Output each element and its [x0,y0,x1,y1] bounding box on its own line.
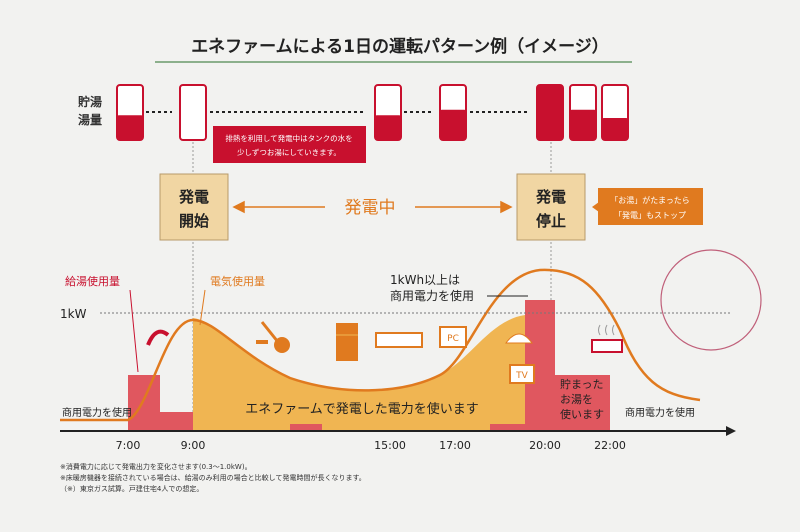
shower-icon [146,329,170,346]
time-label: 7:00 [116,439,141,452]
time-label: 17:00 [439,439,471,452]
stop-callout-text-2: 「発電」もストップ [614,211,686,220]
electricity-generated-area [193,315,548,430]
legend-electricity: 電気使用量 [210,274,265,288]
generating-label: 発電中 [345,198,396,218]
hot-water-tank [374,84,402,141]
stop-box-text-1: 発電 [535,188,566,206]
hot-water-tank [601,84,629,141]
stored-water-3: 使います [560,408,604,421]
over-1kwh-text-2: 商用電力を使用 [390,288,474,303]
hot-water-bar-evening-low [490,424,525,430]
hot-water-tank [116,84,144,141]
tank-fill [537,85,563,140]
bathtub-icon [591,324,623,353]
hot-water-bar-morning [128,375,160,430]
notes: ※消費電力に応じて発電出力を変化させます(0.3〜1.0kW)。 ※床暖房機器を… [60,462,366,493]
hot-water-tank [536,84,564,141]
tank-fill [117,115,143,140]
note: （※）東京ガス試算。戸建住宅4人での想定。 [60,484,203,493]
time-label: 15:00 [374,439,406,452]
hot-water-tank [439,84,467,141]
generating-arrow [232,200,513,214]
hot-water-bar-morning-low [160,412,193,430]
electricity-usage-curve [60,268,701,422]
axis-arrow-icon [726,426,736,436]
time-label: 22:00 [594,439,626,452]
highlight-circle [660,249,762,351]
refrigerator-icon [336,323,358,361]
stop-callout-text-1: 「お湯」がたまったら [610,195,689,205]
1kw-label: 1kW [60,307,87,321]
heat-callout-text-1: 排熱を利用して発電中はタンクの水を [225,133,352,143]
tank-fill [440,109,466,140]
hot-water-tank [179,84,207,141]
stop-box [516,173,586,241]
stored-water-1: 貯まった [560,378,604,391]
tanks [116,84,629,141]
pc-icon: PC [439,326,467,348]
tank-outline [179,84,207,141]
note: ※消費電力に応じて発電出力を変化させます(0.3〜1.0kW)。 [60,462,252,471]
start-box-text-1: 発電 [178,188,209,206]
hot-water-bar-noon [290,424,322,430]
tank-fill [375,115,401,140]
tank-fill [570,109,596,140]
start-box-text-2: 開始 [179,212,209,230]
title: エネファームによる1日の運転パターン例（イメージ） [191,36,609,57]
start-box [159,173,229,241]
air-conditioner-icon [375,332,423,348]
note: ※床暖房機器を接続されている場合は、給湯のみ利用の場合と比較して発電時間が長くな… [60,473,366,482]
tank-fill [602,118,628,140]
stop-callout [598,188,703,225]
stored-water-2: お湯を [560,393,593,406]
time-labels: 7:00 9:00 15:00 17:00 20:00 22:00 [116,439,626,452]
hot-water-bar-night [555,375,610,430]
time-label: 9:00 [181,439,206,452]
tv-icon: TV [509,364,535,384]
heat-callout [213,126,366,163]
legend-hot-water-leader [129,289,139,373]
tv-label: TV [515,371,528,381]
over-1kwh-text-1: 1kWh以上は [390,273,460,287]
heat-callout-text-2: 少しずつお湯にしていきます。 [237,147,341,157]
time-label: 20:00 [529,439,561,452]
tank-label-2: 湯量 [78,112,102,127]
legend-hot-water: 給湯使用量 [65,274,120,288]
grid-left-label: 商用電力を使用 [62,406,132,419]
lamp-icon [505,333,533,344]
vacuum-icon [256,321,290,353]
grid-right-label: 商用電力を使用 [625,406,695,419]
center-text: エネファームで発電した電力を使います [245,401,479,417]
stop-box-text-2: 停止 [536,212,566,230]
hot-water-tank [569,84,597,141]
tank-label-1: 貯湯 [78,94,102,109]
pc-label: PC [447,334,459,344]
stop-callout-pointer [592,202,599,212]
legend-electricity-leader [199,289,206,326]
